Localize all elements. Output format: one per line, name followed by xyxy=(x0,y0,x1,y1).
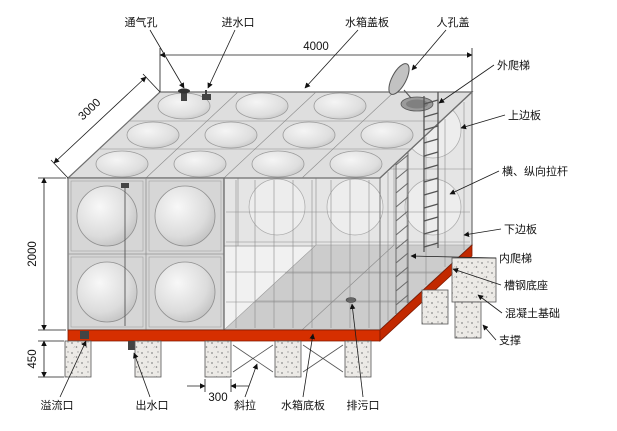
svg-text:上边板: 上边板 xyxy=(508,108,541,122)
svg-text:出水口: 出水口 xyxy=(136,398,169,412)
vent-hole xyxy=(178,88,190,101)
dimension-annotations xyxy=(38,48,473,392)
svg-text:下边板: 下边板 xyxy=(504,222,537,236)
dim-base-height: 450 xyxy=(27,349,39,368)
svg-text:混凝土基础: 混凝土基础 xyxy=(505,306,560,320)
concrete-supports xyxy=(64,257,497,378)
tank-top-face xyxy=(66,63,474,179)
label-outlet-port: 出水口 xyxy=(133,352,169,412)
dim-support-spacing: 300 xyxy=(208,392,227,404)
dim-width: 4000 xyxy=(303,41,329,53)
svg-text:支撑: 支撑 xyxy=(499,333,521,347)
svg-text:内爬梯: 内爬梯 xyxy=(499,251,532,265)
support-pier xyxy=(274,340,302,378)
label-drain-port: 排污口 xyxy=(347,303,380,412)
overflow-pipe xyxy=(121,183,129,326)
svg-text:排污口: 排污口 xyxy=(347,398,380,412)
svg-text:水箱盖板: 水箱盖板 xyxy=(345,15,389,29)
support-pier xyxy=(421,289,449,325)
top-dome-panels xyxy=(95,92,414,178)
support-pier xyxy=(134,340,162,378)
svg-text:水箱底板: 水箱底板 xyxy=(281,398,325,412)
label-diagonal-brace: 斜拉 xyxy=(234,363,258,412)
manhole-cover-lid xyxy=(388,63,410,95)
support-pier xyxy=(204,340,232,378)
svg-text:外爬梯: 外爬梯 xyxy=(497,59,530,72)
label-manhole-cover: 人孔盖 xyxy=(411,15,470,71)
label-tie-rods: 横、纵向拉杆 xyxy=(449,164,568,195)
label-internal-ladder: 内爬梯 xyxy=(410,251,532,265)
diagonal-braces xyxy=(232,344,344,373)
label-vent: 通气孔 xyxy=(125,15,185,89)
svg-text:横、纵向拉杆: 横、纵向拉杆 xyxy=(502,164,568,178)
svg-text:槽钢底座: 槽钢底座 xyxy=(504,278,548,292)
svg-text:通气孔: 通气孔 xyxy=(125,15,158,29)
label-lower-side-plate: 下边板 xyxy=(463,222,537,237)
svg-text:人孔盖: 人孔盖 xyxy=(437,15,470,29)
label-concrete-foundation: 混凝土基础 xyxy=(477,294,560,320)
tank-front-face xyxy=(67,177,225,331)
support-pier xyxy=(344,340,372,378)
label-channel-steel-base: 槽钢底座 xyxy=(452,267,548,292)
external-ladder xyxy=(423,92,439,252)
support-pier xyxy=(64,340,92,378)
support-pier xyxy=(454,301,482,339)
label-overflow-port: 溢流口 xyxy=(41,340,87,412)
label-inlet: 进水口 xyxy=(207,16,255,89)
svg-text:溢流口: 溢流口 xyxy=(41,398,74,412)
svg-text:斜拉: 斜拉 xyxy=(234,398,256,412)
label-upper-side-plate: 上边板 xyxy=(460,108,541,130)
label-tank-bottom-plate: 水箱底板 xyxy=(281,333,325,412)
svg-text:进水口: 进水口 xyxy=(222,16,255,29)
label-support: 支撑 xyxy=(482,324,521,347)
overflow-port xyxy=(80,331,89,339)
internal-ladder xyxy=(395,150,409,314)
tie-rod-lattice xyxy=(226,102,470,328)
part-labels: 通气孔 进水口 水箱盖板 人孔盖 外爬梯 上边板 横、纵向拉杆 下边 xyxy=(41,15,569,412)
water-tank-illustration xyxy=(64,63,497,378)
dim-height: 2000 xyxy=(27,241,39,267)
water-inlet xyxy=(202,90,211,100)
dim-depth: 3000 xyxy=(77,97,104,123)
manhole xyxy=(388,63,434,112)
label-external-ladder: 外爬梯 xyxy=(438,59,530,104)
drain-port xyxy=(345,297,357,303)
outlet-port xyxy=(128,341,137,350)
concrete-foundation-slab xyxy=(451,257,497,303)
label-cover-plate: 水箱盖板 xyxy=(304,15,389,89)
